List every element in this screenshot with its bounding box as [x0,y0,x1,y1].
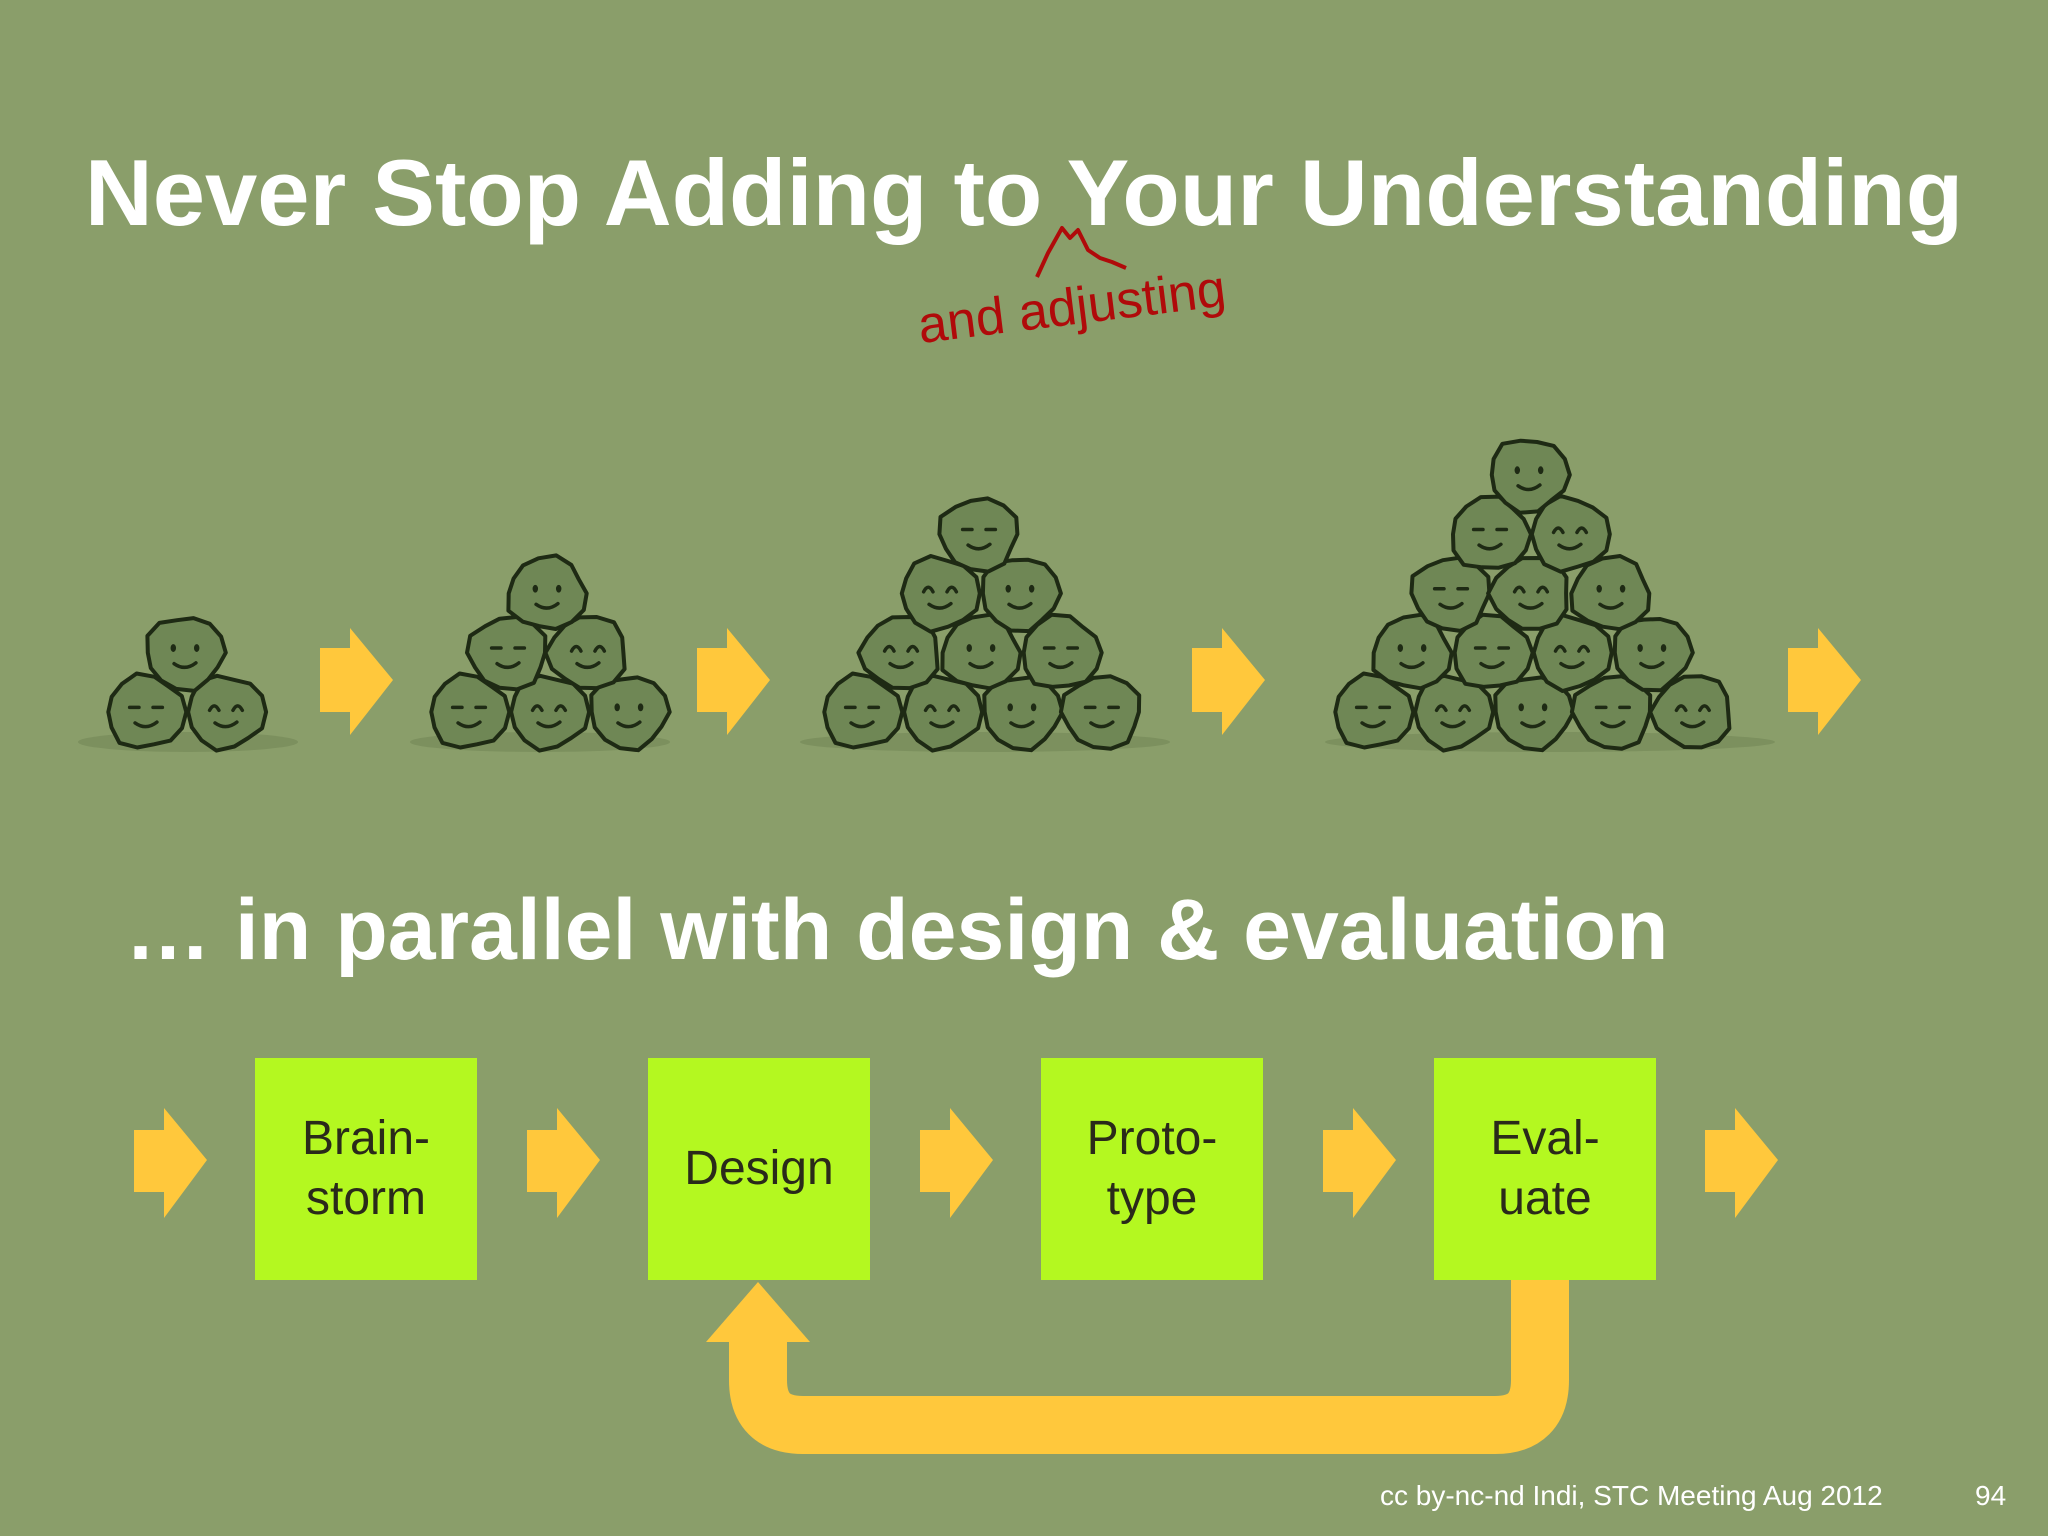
smiley-face-blob-icon [856,615,940,691]
smiley-face-blob-icon [1489,438,1572,515]
smiley-face-blob-icon [1648,674,1732,750]
right-arrow-icon [1192,628,1265,735]
right-arrow-icon [1323,1108,1396,1218]
smiley-face-blob-icon [145,616,228,693]
slide-subtitle: … in parallel with design & evaluation [125,882,1669,978]
right-arrow-icon [1705,1108,1778,1218]
step-label: Eval- uate [1490,1112,1600,1225]
right-arrow-icon [920,1108,993,1218]
smiley-face-blob-icon [1058,674,1142,751]
right-arrow-icon [1788,628,1861,735]
right-arrow-icon [134,1108,207,1218]
step-evaluate: Eval- uate [1434,1058,1656,1280]
page-number: 94 [1975,1480,2007,1511]
smiley-face-blob-icon [980,557,1063,634]
smiley-face-blob-icon [1529,493,1612,574]
step-label: Brain- storm [301,1112,431,1225]
step-label: Proto- type [1086,1112,1218,1225]
understanding-pile-1 [106,616,269,753]
right-arrow-icon [697,628,770,735]
slide-title: Never Stop Adding to Your Understanding [84,140,1964,245]
understanding-pile-3 [822,496,1142,753]
step-prototype: Proto- type [1041,1058,1263,1280]
smiley-face-blob-icon [1612,617,1695,693]
feedback-loop-arrow-icon [706,1280,1569,1454]
smiley-face-blob-icon [822,671,905,750]
smiley-face-blob-icon [589,675,672,753]
step-design: Design [648,1058,870,1280]
insertion-caret-icon [1035,226,1127,278]
smiley-face-blob-icon [506,553,589,631]
understanding-pile-4 [1333,438,1732,753]
smiley-face-blob-icon [543,615,627,691]
smiley-face-blob-icon [106,671,189,750]
step-brainstorm: Brain- storm [255,1058,477,1280]
smiley-face-blob-icon [899,554,982,634]
smiley-face-blob-icon [186,673,269,753]
smiley-face-blob-icon [1569,554,1652,632]
right-arrow-icon [320,628,393,735]
smiley-face-blob-icon [1452,612,1535,689]
slide-footer: cc by-nc-nd Indi, STC Meeting Aug 2012 [1380,1480,1883,1511]
understanding-pile-2 [429,553,672,753]
smiley-face-blob-icon [937,496,1020,574]
step-label: Design [684,1142,834,1195]
right-arrow-icon [527,1108,600,1218]
smiley-face-blob-icon [1021,612,1104,689]
